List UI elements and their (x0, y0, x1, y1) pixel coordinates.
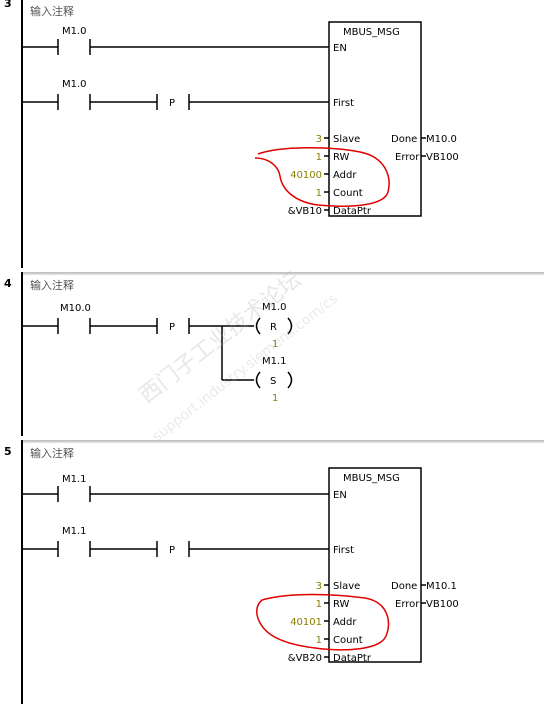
slave-value: 3 (316, 581, 322, 592)
addr-value: 40100 (290, 170, 322, 181)
pin-first: First (333, 98, 354, 109)
network-header[interactable]: 4 输入注释 (0, 272, 544, 292)
network-comment[interactable]: 输入注释 (30, 5, 74, 18)
error-value: VB100 (426, 599, 459, 610)
header-band (22, 272, 544, 275)
done-value: M10.1 (426, 581, 457, 592)
power-rail (21, 0, 23, 268)
pin-en: EN (333, 43, 347, 54)
pin-first: First (333, 545, 354, 556)
pin-count: Count (333, 635, 363, 646)
coil-address: M1.1 (262, 356, 287, 367)
ladder-rung-3: M1.0 M1.0 P MBUS_MSG EN First Slave RW A… (22, 21, 459, 217)
network-comment[interactable]: 输入注释 (30, 447, 74, 460)
network-header[interactable]: 5 输入注释 (0, 440, 544, 460)
contact-address: M10.0 (60, 303, 91, 314)
contact-address: M1.1 (62, 474, 87, 485)
ladder-rung-4: M10.0 P M1.0 R 1 M1.1 S 1 (22, 302, 293, 404)
dataptr-value: &VB20 (288, 653, 322, 664)
rw-value: 1 (316, 599, 322, 610)
error-value: VB100 (426, 152, 459, 163)
contact-address: M1.1 (62, 526, 87, 537)
positive-edge-label: P (169, 98, 175, 109)
pin-dataptr: DataPtr (333, 653, 372, 664)
pin-rw: RW (333, 599, 350, 610)
network-number: 3 (4, 0, 12, 10)
pin-dataptr: DataPtr (333, 206, 372, 217)
coil-address: M1.0 (262, 302, 287, 313)
positive-edge-label: P (169, 545, 175, 556)
pin-done: Done (391, 581, 417, 592)
count-value: 1 (316, 188, 322, 199)
coil-type: S (270, 376, 276, 387)
dataptr-value: &VB10 (288, 206, 322, 217)
pin-addr: Addr (333, 617, 357, 628)
count-value: 1 (316, 635, 322, 646)
network-4[interactable]: 4 输入注释 M10.0 P M1.0 R 1 M1.1 S 1 (0, 272, 544, 440)
addr-value: 40101 (290, 617, 322, 628)
block-title: MBUS_MSG (343, 473, 400, 484)
coil-type: R (270, 322, 277, 333)
pin-rw: RW (333, 152, 350, 163)
mbus-msg-block (328, 21, 422, 217)
power-rail (21, 272, 23, 436)
contact-address: M1.0 (62, 79, 87, 90)
network-number: 4 (4, 277, 12, 290)
network-3[interactable]: 3 输入注释 M1.0 M1.0 P MBUS_MSG EN First Sla… (0, 0, 544, 272)
header-band (22, 440, 544, 443)
power-rail (21, 440, 23, 704)
mbus-msg-block (328, 467, 422, 663)
pin-error: Error (395, 599, 420, 610)
pin-done: Done (391, 134, 417, 145)
network-number: 5 (4, 445, 12, 458)
pin-slave: Slave (333, 134, 360, 145)
done-value: M10.0 (426, 134, 457, 145)
pin-error: Error (395, 152, 420, 163)
coil-count: 1 (272, 339, 278, 350)
slave-value: 3 (316, 134, 322, 145)
block-title: MBUS_MSG (343, 27, 400, 38)
network-header[interactable]: 3 输入注释 (0, 0, 544, 20)
pin-addr: Addr (333, 170, 357, 181)
red-annotation-circle (254, 146, 390, 207)
network-5[interactable]: 5 输入注释 M1.1 M1.1 P MBUS_MSG EN First Sla… (0, 440, 544, 710)
positive-edge-label: P (169, 322, 175, 333)
pin-count: Count (333, 188, 363, 199)
ladder-rung-5: M1.1 M1.1 P MBUS_MSG EN First Slave RW A… (22, 467, 459, 664)
red-annotation-circle (256, 593, 390, 651)
rw-value: 1 (316, 152, 322, 163)
network-comment[interactable]: 输入注释 (30, 279, 74, 292)
contact-address: M1.0 (62, 26, 87, 37)
pin-en: EN (333, 490, 347, 501)
coil-count: 1 (272, 393, 278, 404)
pin-slave: Slave (333, 581, 360, 592)
